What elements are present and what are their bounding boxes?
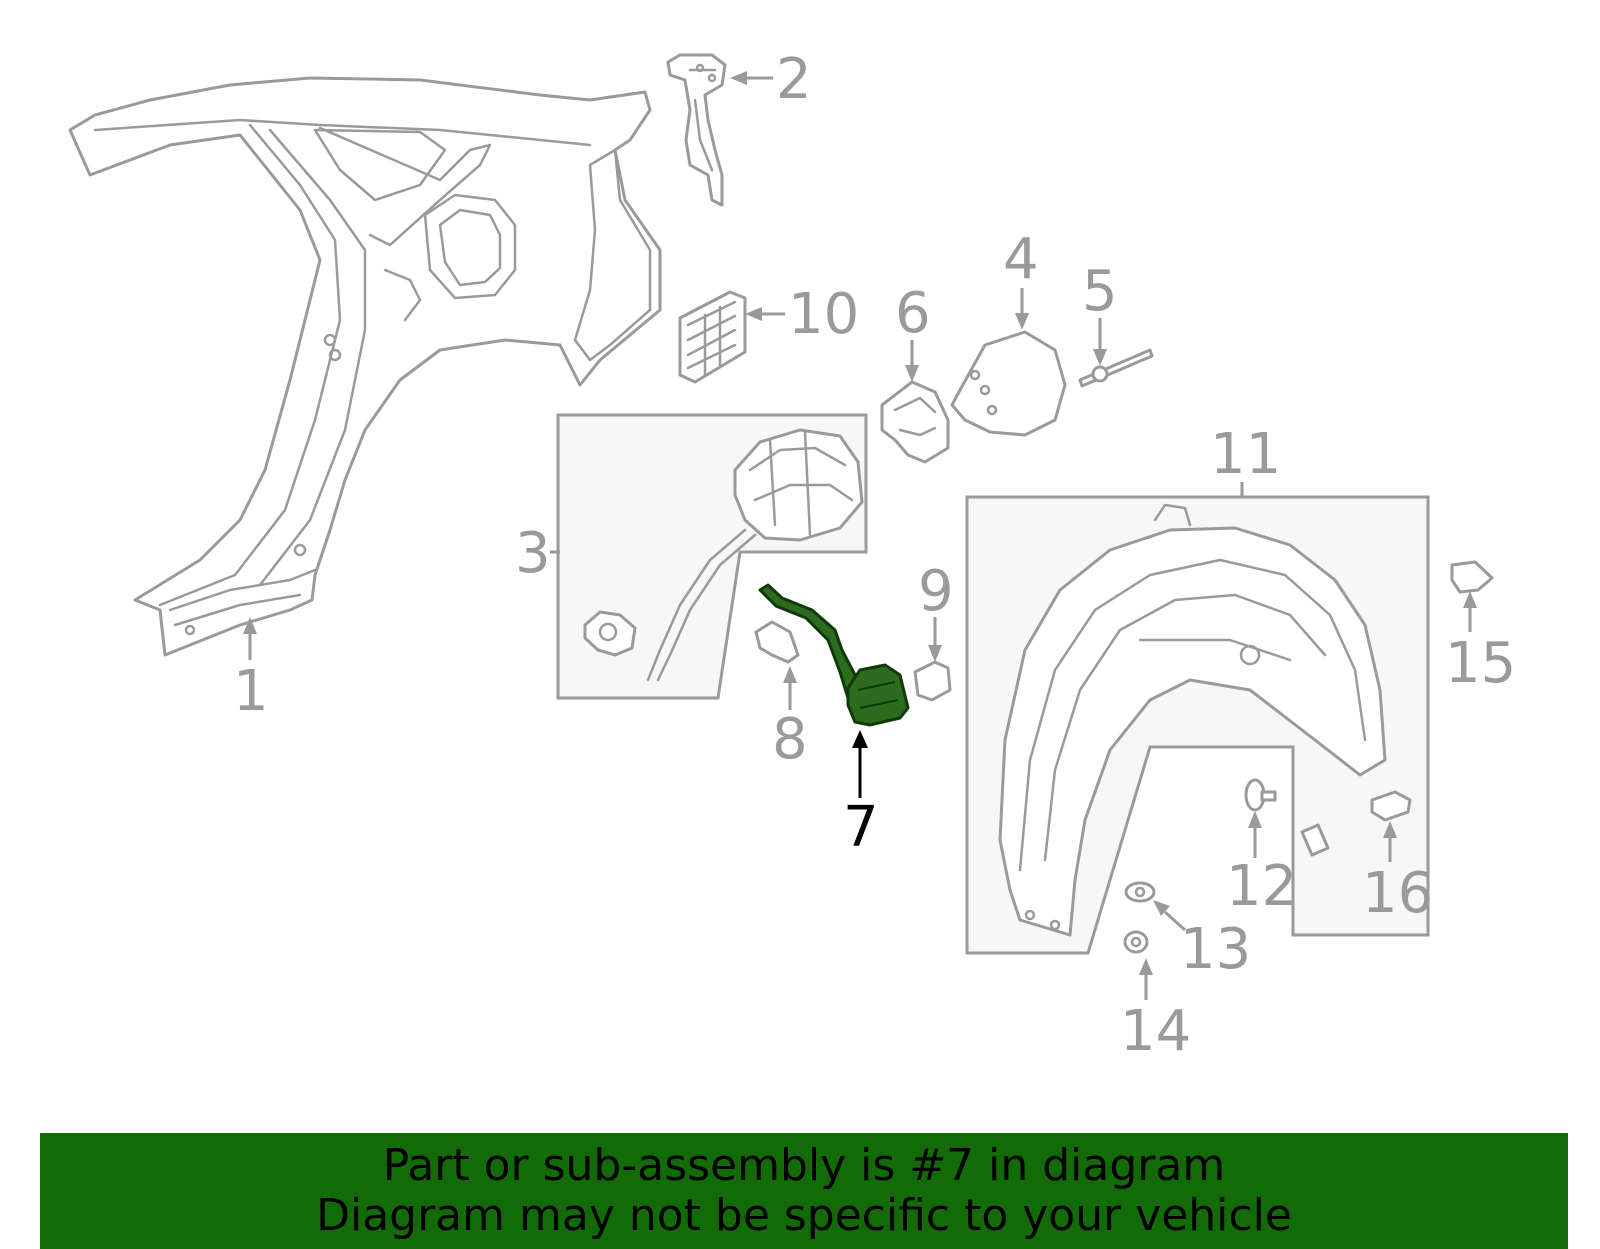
callout-16: 16 xyxy=(1362,861,1433,926)
banner-line-1: Part or sub-assembly is #7 in diagram xyxy=(382,1140,1226,1191)
bracket-part xyxy=(666,53,727,207)
block-part xyxy=(678,290,747,384)
hinge-part xyxy=(880,380,950,464)
callout-8: 8 xyxy=(772,707,808,772)
fastener-part-12 xyxy=(1244,778,1277,812)
quarter-panel-part xyxy=(68,76,662,657)
callout-15: 15 xyxy=(1445,631,1516,696)
clip-part-8 xyxy=(754,620,800,664)
callout-4: 4 xyxy=(1003,227,1039,292)
rod-part xyxy=(1078,348,1154,388)
fastener-part-13 xyxy=(1124,881,1156,903)
fastener-part-15 xyxy=(1450,560,1494,594)
callout-5: 5 xyxy=(1082,259,1118,324)
callout-10: 10 xyxy=(788,282,859,347)
callout-labels: 1 2 3 4 5 6 7 8 9 10 11 12 13 14 15 16 xyxy=(233,47,1516,1064)
callout-12: 12 xyxy=(1226,854,1297,919)
fastener-part-16 xyxy=(1370,790,1412,822)
callout-11: 11 xyxy=(1210,422,1281,487)
callout-7-highlighted: 7 xyxy=(843,795,879,860)
wheelhouse-liner-box xyxy=(965,495,1430,955)
fuel-door-part xyxy=(950,330,1067,437)
callout-6: 6 xyxy=(895,281,931,346)
callout-14: 14 xyxy=(1120,999,1191,1064)
fastener-part-14 xyxy=(1123,930,1149,954)
fastener-part-extra xyxy=(1300,823,1330,857)
fuel-housing-box xyxy=(556,413,868,700)
callout-13: 13 xyxy=(1180,917,1251,982)
leader-lines xyxy=(243,71,1477,1000)
callout-3: 3 xyxy=(515,521,551,586)
callout-1: 1 xyxy=(233,659,269,724)
callout-2: 2 xyxy=(776,47,812,112)
notice-banner: Part or sub-assembly is #7 in diagram Di… xyxy=(40,1133,1568,1249)
clip-part-9 xyxy=(913,660,952,702)
callout-9: 9 xyxy=(918,559,954,624)
actuator-part-highlighted xyxy=(758,583,910,727)
banner-line-2: Diagram may not be specific to your vehi… xyxy=(316,1190,1292,1241)
